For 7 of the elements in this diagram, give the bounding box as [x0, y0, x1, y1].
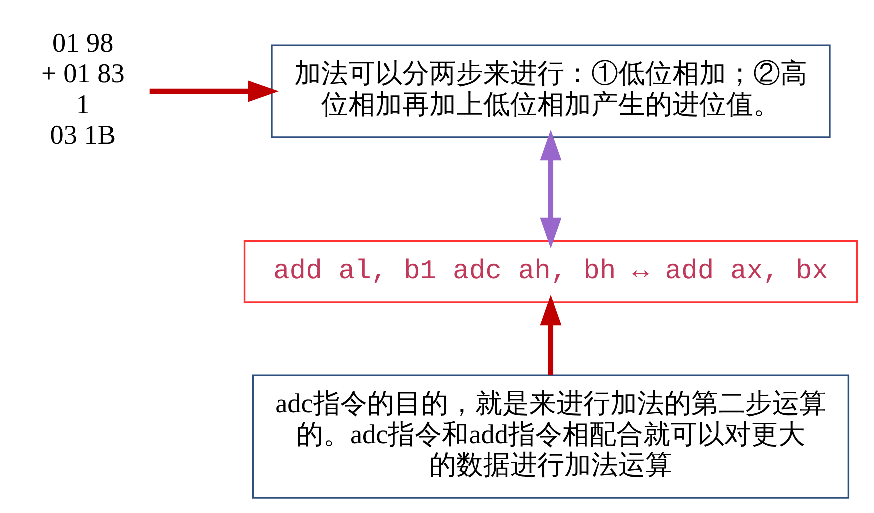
- node-box: adc指令的目的，就是来进行加法的第二步运算的。adc指令和add指令相配合就可以对更大的数据进行加法运算: [252, 374, 850, 499]
- arrow: [150, 80, 280, 102]
- node-box: add al, b1 adc ah, bh ↔ add ax, bx: [244, 240, 858, 304]
- arrow: [540, 130, 562, 249]
- node-text: 01 98 + 01 83 1 03 1B: [41, 28, 125, 150]
- arrow: [540, 294, 562, 376]
- node-box: 加法可以分两步来进行：①低位相加；②高位相加再加上低位相加产生的进位值。: [271, 44, 831, 138]
